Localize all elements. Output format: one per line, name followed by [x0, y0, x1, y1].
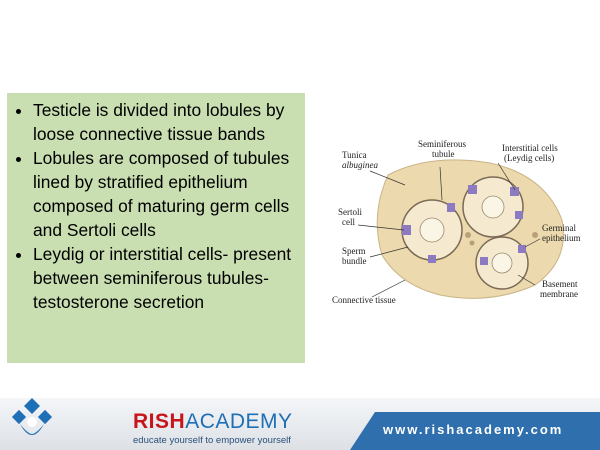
label-sertoli: cell [342, 217, 355, 227]
label-interstitial: Interstitial cells [502, 143, 558, 153]
seminiferous-tubule-top [462, 176, 524, 238]
label-connective: Connective tissue [332, 295, 396, 305]
label-tunica: albuginea [342, 160, 378, 170]
brand-name: RISHACADEMY [133, 410, 293, 434]
label-basement: membrane [540, 289, 578, 299]
interstitial-cell [532, 232, 538, 238]
label-tunica: Tunica [342, 150, 367, 160]
interstitial-cell [465, 232, 471, 238]
label-sertoli: Sertoli [338, 207, 362, 217]
label-germinal: epithelium [542, 233, 581, 243]
rish-academy-logo-icon [11, 398, 53, 435]
bullet-list-box: Testicle is divided into lobules by loos… [7, 93, 305, 363]
brand-part-rish: RISH [133, 410, 186, 433]
interstitial-cell [469, 240, 475, 246]
bullet-item: Testicle is divided into lobules by loos… [33, 98, 299, 146]
label-germinal: Germinal [542, 223, 576, 233]
label-seminiferous: Seminiferous [418, 139, 466, 149]
label-seminiferous: tubule [432, 149, 455, 159]
label-sperm: Sperm [342, 246, 366, 256]
label-basement: Basement [542, 279, 578, 289]
label-sperm: bundle [342, 256, 367, 266]
website-url[interactable]: www.rishacademy.com [383, 422, 564, 437]
brand-tagline: educate yourself to empower yourself [133, 435, 291, 446]
seminiferous-tubule-bottom [475, 236, 529, 290]
testis-histology-diagram: Tunica albuginea Seminiferous tubule Int… [332, 139, 581, 305]
bullet-item: Leydig or interstitial cells- present be… [33, 242, 299, 314]
bullet-list: Testicle is divided into lobules by loos… [15, 98, 299, 314]
url-banner [350, 412, 600, 450]
label-interstitial: (Leydig cells) [504, 153, 554, 163]
bullet-item: Lobules are composed of tubules lined by… [33, 146, 299, 242]
brand-part-academy: ACADEMY [185, 410, 293, 433]
